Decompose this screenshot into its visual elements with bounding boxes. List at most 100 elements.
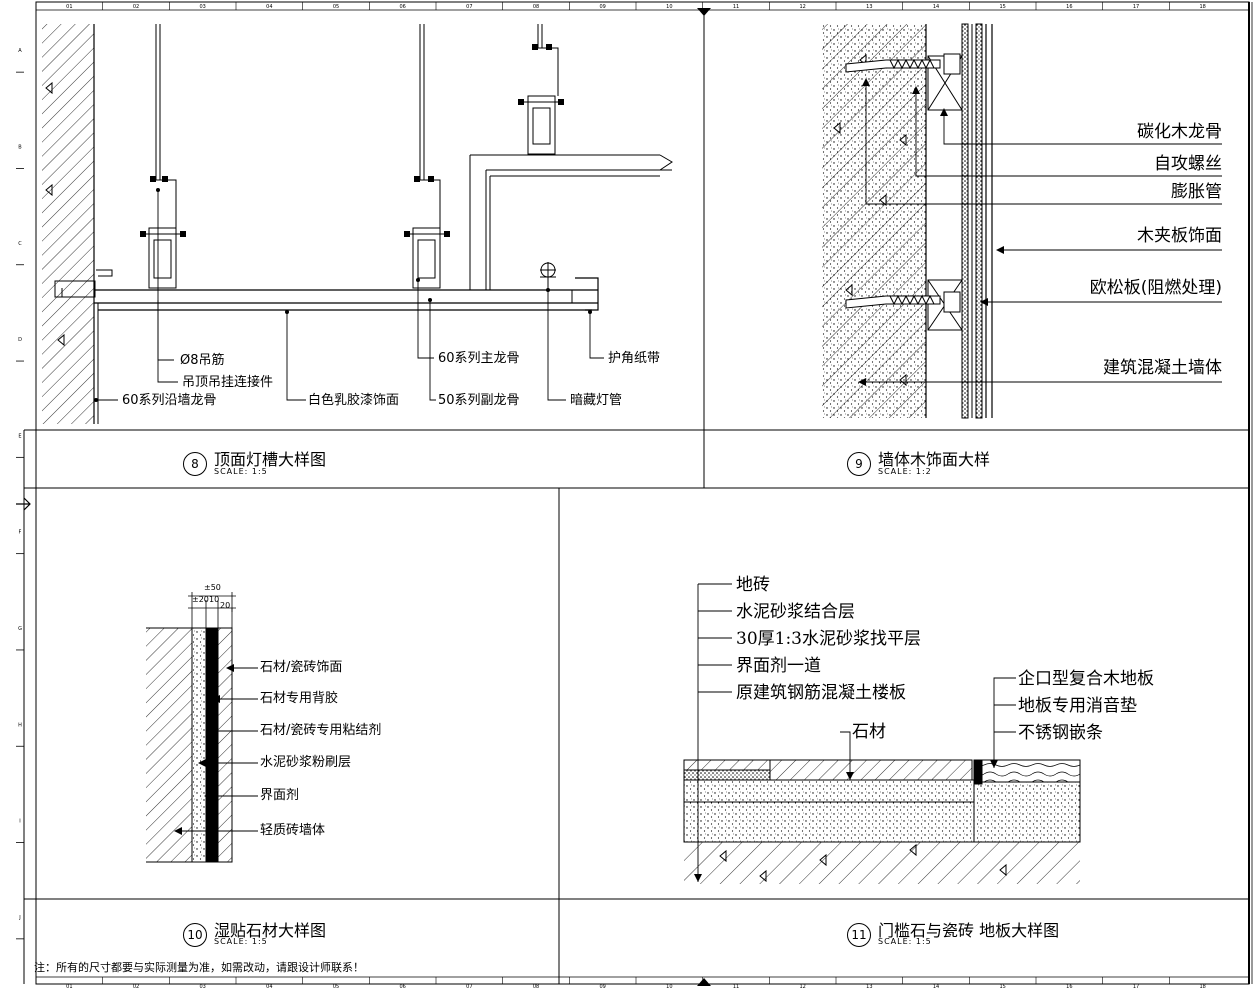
detail-10-title: 湿贴石材大样图	[214, 921, 327, 940]
label-steel-strip: 不锈钢嵌条	[1018, 723, 1103, 743]
detail-8-drawing	[42, 24, 673, 424]
label-wall-keel: 60系列沿墙龙骨	[122, 393, 217, 408]
detail-9-number: 9	[847, 452, 871, 476]
label-floor-tile: 地砖	[736, 575, 770, 595]
top-ruler-label: 13	[866, 984, 872, 990]
top-ruler-label: 12	[799, 4, 805, 10]
top-ruler-label: 15	[999, 4, 1005, 10]
top-ruler-label: 18	[1199, 4, 1205, 10]
left-ruler-label: H	[18, 722, 22, 728]
left-ruler: A B C D E F G H I J	[16, 48, 24, 940]
top-ruler-label: 08	[533, 984, 539, 990]
label-threshold-stone: 石材	[852, 722, 886, 742]
left-ruler-label: D	[18, 337, 22, 343]
label-adhesive: 石材/瓷砖专用粘结剂	[260, 723, 382, 738]
top-ruler-label: 06	[399, 4, 405, 10]
label-brick-wall: 轻质砖墙体	[260, 823, 326, 838]
label-tapping-screw: 自攻螺丝	[1154, 154, 1222, 174]
detail-9-title: 墙体木饰面大样	[878, 450, 991, 469]
top-ruler-label: 07	[466, 984, 472, 990]
left-ruler-label: G	[18, 626, 22, 632]
label-main-keel: 60系列主龙骨	[438, 351, 520, 366]
label-interface-coat: 界面剂一道	[736, 656, 821, 676]
left-ruler-label: B	[18, 144, 22, 150]
top-ruler-label: 14	[933, 4, 939, 10]
top-ruler-label: 03	[199, 984, 205, 990]
label-interface-agent: 界面剂	[260, 788, 300, 803]
top-ruler-label: 13	[866, 4, 872, 10]
detail-11-title: 门槛石与瓷砖 地板大样图	[878, 921, 1060, 940]
top-ruler-label: 06	[399, 984, 405, 990]
dim-b: 10	[209, 595, 220, 604]
detail-9-scale: SCALE: 1:2	[878, 467, 932, 476]
top-ruler-label: 17	[1133, 4, 1139, 10]
label-suspension-rod: Ø8吊筋	[180, 353, 225, 368]
label-secondary-keel: 50系列副龙骨	[438, 393, 520, 408]
left-ruler-label: I	[19, 819, 20, 825]
detail-8-scale: SCALE: 1:5	[214, 467, 268, 476]
top-ruler-label: 17	[1133, 984, 1139, 990]
top-ruler-label: 04	[266, 4, 272, 10]
general-note: 注：所有的尺寸都要与实际测量为准，如需改动，请跟设计师联系！	[34, 961, 364, 974]
detail-11-drawing	[683, 583, 1081, 884]
dim-total: ±50	[204, 583, 221, 592]
label-carbonized-keel: 碳化木龙骨	[1137, 122, 1222, 142]
detail-10-number: 10	[183, 923, 207, 947]
label-ceiling-hanger: 吊顶吊挂连接件	[182, 375, 274, 390]
top-ruler-label: 05	[333, 984, 339, 990]
top-ruler-label: 16	[1066, 984, 1072, 990]
label-mortar-bond: 水泥砂浆结合层	[736, 602, 855, 622]
top-ruler-label: 10	[666, 984, 672, 990]
label-expansion-tube: 膨胀管	[1171, 182, 1222, 202]
top-ruler-label: 01	[66, 4, 72, 10]
detail-10-drawing	[146, 592, 258, 863]
label-leveling-layer: 30厚1:3水泥砂浆找平层	[736, 629, 921, 649]
left-ruler-label: E	[18, 433, 21, 439]
detail-10-scale: SCALE: 1:5	[214, 937, 268, 946]
label-wood-veneer: 木夹板饰面	[1137, 226, 1222, 246]
top-ruler-label: 15	[999, 984, 1005, 990]
top-ruler-label: 11	[733, 984, 739, 990]
label-concrete-slab: 原建筑钢筋混凝土楼板	[736, 683, 906, 703]
top-ruler-label: 09	[599, 4, 605, 10]
label-laminate-floor: 企口型复合木地板	[1018, 669, 1154, 689]
left-ruler-label: A	[18, 48, 22, 54]
left-ruler-label: F	[19, 530, 22, 536]
label-stone-tile-facing: 石材/瓷砖饰面	[260, 660, 343, 675]
top-ruler: 01 01 02 02 03 03 04 04 05 05 06 06 07 07 08 08 09 09 10 10…	[35, 2, 1206, 990]
top-ruler-label: 09	[599, 984, 605, 990]
label-floor-underlay: 地板专用消音垫	[1018, 696, 1137, 716]
top-ruler-label: 16	[1066, 4, 1072, 10]
label-latex-paint: 白色乳胶漆饰面	[308, 393, 400, 408]
top-ruler-label: 12	[799, 984, 805, 990]
detail-8-number: 8	[183, 452, 207, 476]
top-ruler-label: 11	[733, 4, 739, 10]
top-ruler-label: 18	[1199, 984, 1205, 990]
top-ruler-label: 02	[133, 984, 139, 990]
detail-11-scale: SCALE: 1:5	[878, 937, 932, 946]
left-ruler-label: J	[18, 915, 20, 921]
top-ruler-label: 14	[933, 984, 939, 990]
top-ruler-label: 03	[199, 4, 205, 10]
detail-8-title: 顶面灯槽大样图	[214, 450, 327, 469]
left-ruler-label: C	[18, 241, 22, 247]
dim-a: ±20	[192, 595, 209, 604]
top-ruler-label: 01	[66, 984, 72, 990]
top-ruler-label: 02	[133, 4, 139, 10]
label-concrete-wall: 建筑混凝土墙体	[1103, 358, 1222, 378]
top-ruler-label: 04	[266, 984, 272, 990]
label-corner-tape: 护角纸带	[608, 351, 661, 366]
top-ruler-label: 05	[333, 4, 339, 10]
detail-11-number: 11	[847, 923, 871, 947]
detail-9-drawing	[822, 23, 1222, 419]
label-cement-plaster: 水泥砂浆粉刷层	[260, 755, 352, 770]
dim-c: 20	[220, 601, 231, 610]
top-ruler-label: 10	[666, 4, 672, 10]
label-osb-board: 欧松板(阻燃处理)	[1089, 278, 1222, 298]
top-ruler-label: 08	[533, 4, 539, 10]
top-ruler-label: 07	[466, 4, 472, 10]
label-stone-back-glue: 石材专用背胶	[260, 691, 339, 706]
label-hidden-light: 暗藏灯管	[570, 393, 623, 408]
